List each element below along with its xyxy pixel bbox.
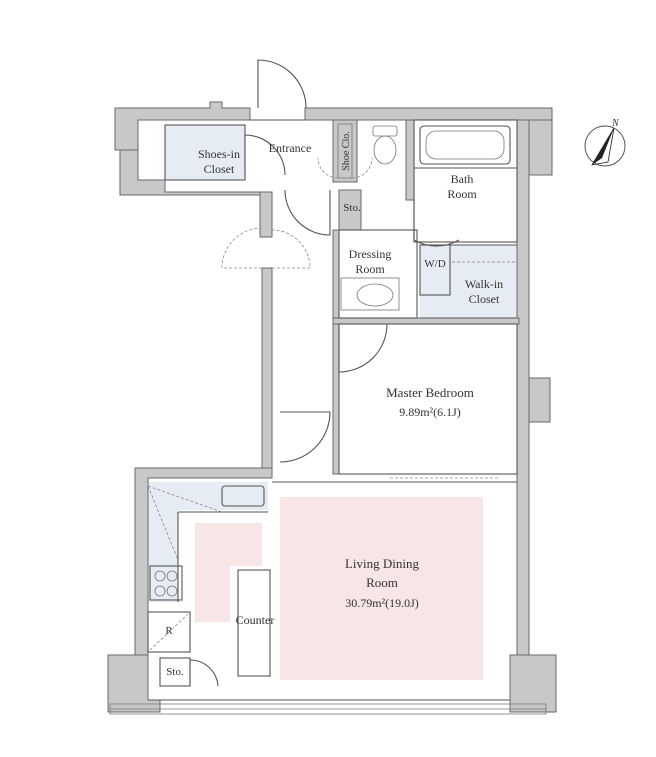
- corridor-door: [284, 189, 331, 236]
- wall-right-mid-block: [528, 377, 551, 423]
- living-door: [279, 411, 331, 463]
- burner-1: [154, 570, 166, 582]
- corridor-door-3: [271, 229, 311, 269]
- entrance-door: [257, 59, 307, 109]
- shoes-in-closet-fill: [165, 125, 245, 180]
- stove: [149, 565, 183, 601]
- master-bedroom-area: 9.89m²(6.1J): [399, 405, 461, 419]
- living-dining-area: 30.79m²(19.0J): [345, 596, 419, 610]
- bath-room-outline: [413, 119, 518, 243]
- shoe-clo-doors: [317, 157, 373, 179]
- living-dining-label-2: Room: [366, 575, 398, 590]
- storage-entry-label: Sto.: [343, 202, 361, 214]
- walk-in-closet-label-1: Walk-in: [465, 277, 503, 291]
- corridor-door-2: [221, 227, 263, 269]
- interior-lines: [109, 119, 547, 715]
- bathtub-inner: [425, 130, 505, 160]
- bathtub-outer: [419, 125, 511, 165]
- dressing-room-label-1: Dressing: [349, 247, 392, 261]
- kitchen-island: [237, 569, 271, 677]
- dressing-room-label-2: Room: [355, 262, 385, 276]
- shoes-in-closet-label-1: Shoes-in: [198, 147, 240, 161]
- storage-kitchen-door: [189, 659, 219, 687]
- room-labels: Shoes-in Closet Entrance Shoe Clo. Sto. …: [165, 131, 503, 678]
- north-arrow-outline: [591, 127, 615, 166]
- shoe-closet-label: Shoe Clo.: [341, 131, 352, 170]
- bath-door: [413, 195, 460, 247]
- walls: [107, 101, 557, 713]
- bath-room-label-2: Room: [447, 187, 477, 201]
- wall-bottom-left: [107, 654, 161, 713]
- toilet-bowl: [373, 135, 397, 165]
- kitchen-top-fill: [148, 482, 268, 510]
- compass-label: N: [611, 118, 620, 129]
- toilet-tank: [372, 125, 398, 137]
- burner-4: [166, 585, 178, 597]
- sink-counter: [340, 277, 400, 311]
- compass: N: [584, 118, 626, 167]
- wall-dressing-left: [332, 229, 340, 323]
- wall-bottom-right: [509, 654, 557, 713]
- shoes-closet-door: [244, 134, 286, 176]
- washer-area-fill: [420, 245, 450, 295]
- storage-kitchen-label: Sto.: [166, 666, 184, 678]
- kitchen-hood-2: [147, 485, 179, 561]
- kitchen-sink: [221, 485, 265, 507]
- counter-label: Counter: [236, 613, 275, 627]
- wall-top-right: [304, 107, 553, 121]
- wall-corridor-left-2: [261, 267, 273, 469]
- wall-corridor-left: [259, 191, 273, 238]
- burner-2: [166, 570, 178, 582]
- walk-in-closet-label-2: Closet: [469, 292, 500, 306]
- entrance-label: Entrance: [269, 141, 312, 155]
- wall-right-top-block: [528, 119, 553, 176]
- shoes-in-closet-label-2: Closet: [204, 162, 235, 176]
- living-dining-label-1: Living Dining: [345, 556, 420, 571]
- doors: [189, 59, 460, 687]
- kitchen-hood-1: [147, 485, 223, 513]
- wall-right: [516, 119, 530, 656]
- refrigerator-label: R: [165, 625, 173, 637]
- wall-bath-left: [405, 119, 415, 201]
- bath-room-label-1: Bath: [451, 172, 474, 186]
- dressing-room-outline: [338, 229, 418, 319]
- washer-box: [419, 244, 451, 296]
- refrigerator-box: [147, 611, 191, 653]
- bedroom-door: [338, 323, 388, 373]
- wall-bedroom-left: [332, 323, 340, 475]
- sink-basin: [356, 283, 394, 307]
- dining-area-fill: [195, 523, 262, 622]
- refrigerator-diag: [149, 613, 189, 651]
- shoe-clo-box: [337, 123, 353, 179]
- compass-circle: [584, 125, 626, 167]
- washer-dryer-label: W/D: [424, 258, 445, 270]
- living-dining-fill: [280, 497, 483, 680]
- wall-bedroom-top: [332, 317, 520, 325]
- wall-shoe-clo: [332, 119, 358, 183]
- floor-fills: [148, 125, 517, 680]
- master-bedroom-label: Master Bedroom: [386, 385, 474, 400]
- burner-3: [154, 585, 166, 597]
